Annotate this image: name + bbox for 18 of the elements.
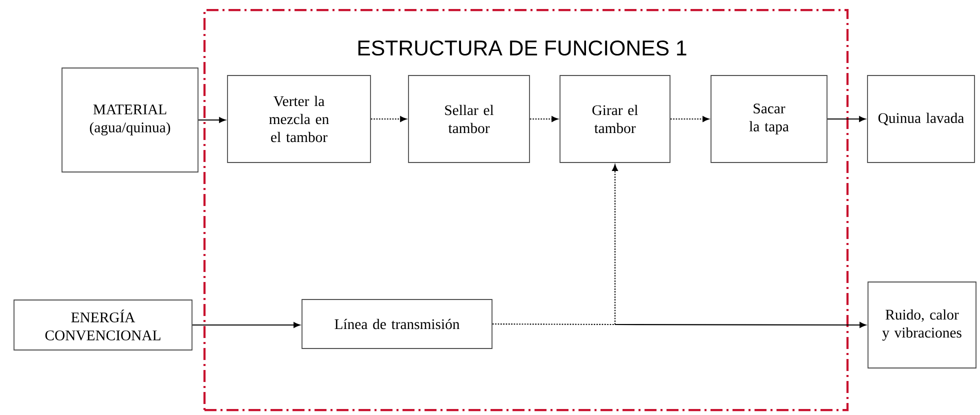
process-box: Quinua lavada [867, 75, 975, 163]
arrow [612, 164, 618, 324]
process-box: ENERGÍA CONVENCIONAL [14, 300, 192, 350]
arrow [827, 116, 866, 122]
arrow [615, 322, 866, 328]
arrow [370, 116, 407, 122]
process-box: Ruido, calor y vibraciones [868, 282, 976, 368]
process-box: Verter la mezcla en el tambor [227, 75, 371, 163]
process-box: Sellar el tambor [408, 75, 530, 163]
process-box: MATERIAL (agua/quinua) [62, 68, 198, 172]
connector-line [492, 323, 616, 326]
process-box: Sacar la tapa [710, 75, 828, 163]
process-box: Girar el tambor [560, 75, 670, 163]
arrow [670, 116, 710, 122]
arrow [192, 322, 300, 328]
arrow [198, 117, 226, 123]
arrow [530, 116, 558, 122]
process-box: Línea de transmisión [302, 299, 492, 349]
